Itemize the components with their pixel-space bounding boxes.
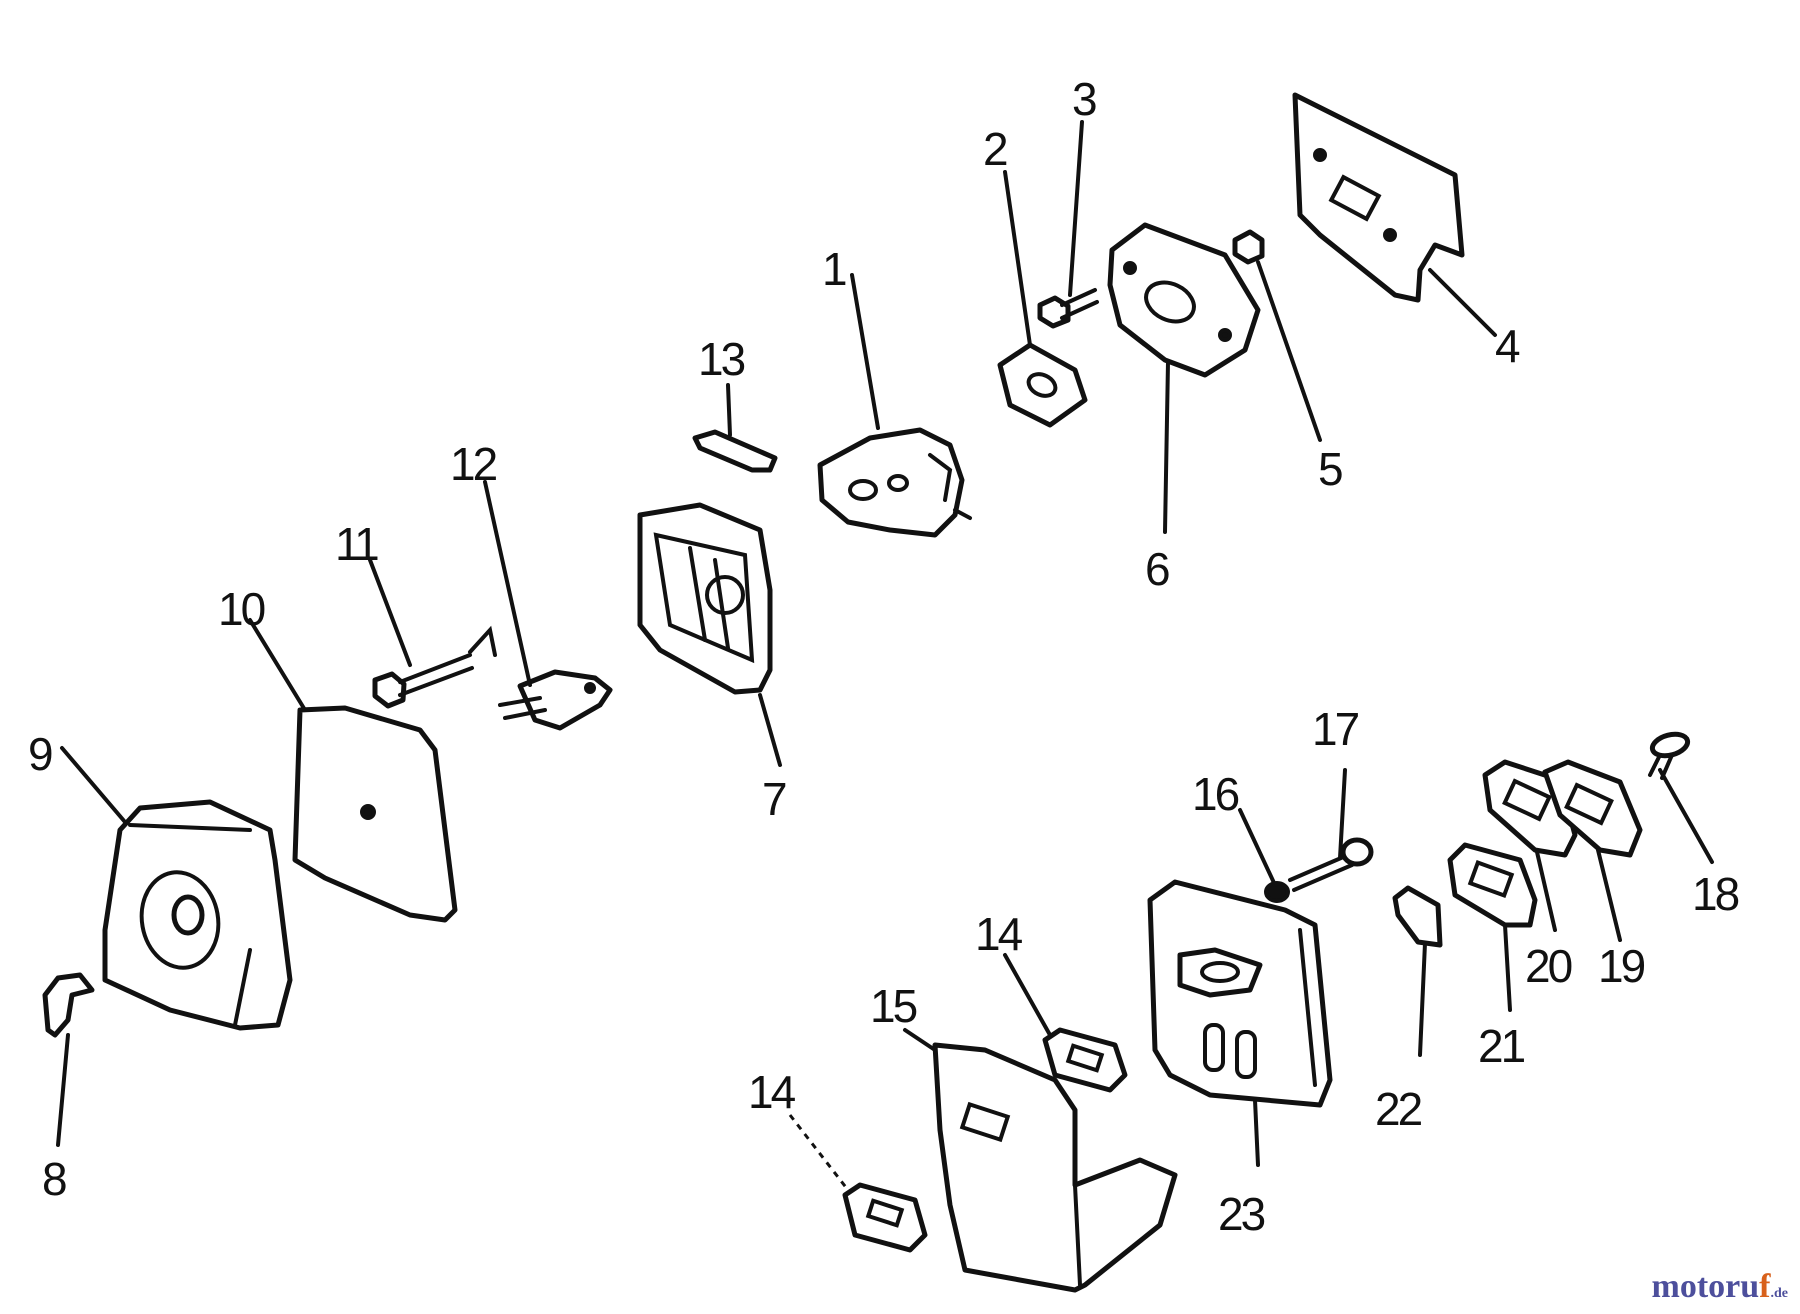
brand-accent: f [1759,1268,1771,1305]
leader-6 [1163,360,1170,534]
label-4: 4 [1495,320,1520,372]
label-20: 20 [1525,940,1572,992]
part-21-gasket [1447,842,1538,928]
label-15: 15 [870,980,917,1032]
label-14-upper: 14 [975,908,1023,960]
label-11: 11 [335,518,378,570]
label-2: 2 [983,123,1007,175]
label-9: 9 [28,728,52,780]
leader-18 [1658,768,1714,864]
label-6: 6 [1145,543,1169,595]
leader-lines [56,120,1714,1191]
leader-7 [758,693,782,767]
brand-watermark: motoruf.de [1652,1268,1788,1306]
label-13: 13 [698,333,745,385]
label-3: 3 [1072,73,1096,125]
label-1: 1 [822,243,846,295]
part-11-screw [372,625,497,709]
part-14-gasket-upper [1042,1027,1128,1093]
callout-numbers: 1 2 3 4 5 6 7 8 9 10 11 12 13 14 14 15 1… [28,73,1742,1240]
leader-20 [1535,850,1557,932]
label-8: 8 [42,1153,66,1205]
leader-23 [1253,1098,1260,1167]
leader-21 [1503,923,1512,1012]
leader-14-lower [788,1114,850,1191]
brand-main: motoru [1651,1268,1760,1305]
leader-1 [850,273,880,430]
brand-tld: .de [1770,1286,1789,1301]
leader-13 [726,383,732,437]
label-14-lower: 14 [748,1066,796,1118]
label-10: 10 [218,583,265,635]
part-2-gasket [997,342,1088,428]
part-15-heat-shield [932,1042,1178,1293]
label-21: 21 [1478,1020,1525,1072]
leader-4 [1428,268,1497,337]
part-4-gasket-plate [1292,92,1465,303]
part-17-bolt [1288,837,1374,892]
label-17: 17 [1312,703,1359,755]
label-18: 18 [1692,868,1739,920]
label-22: 22 [1375,1083,1422,1135]
part-14-gasket-lower [842,1182,928,1253]
label-16: 16 [1192,768,1239,820]
leader-12 [483,480,532,687]
part-1-carburetor [817,427,972,538]
leader-17 [1338,768,1347,860]
part-18-screw [1648,731,1691,780]
part-23-muffler [1147,879,1333,1108]
label-19: 19 [1598,940,1645,992]
leader-3 [1068,120,1084,297]
part-13-strip-gasket [692,429,778,473]
part-12-choke-lever [498,669,613,731]
part-10-filter-element [292,705,458,923]
part-3-bolt [1037,288,1099,329]
leader-16 [1238,808,1277,887]
part-8-clip [42,972,95,1038]
part-5-nut [1232,229,1265,265]
label-12: 12 [450,438,497,490]
part-6-intake-manifold [1107,222,1261,378]
label-5: 5 [1318,443,1342,495]
part-16-spacer [1264,881,1290,903]
label-7: 7 [762,773,786,825]
leader-9 [60,746,127,824]
leader-10 [248,618,307,712]
part-19-plate [1542,759,1643,858]
leader-22 [1418,941,1427,1057]
leader-14-upper [1003,953,1052,1037]
leader-15 [903,1028,937,1052]
part-22-plate [1392,885,1443,948]
leader-19 [1596,848,1622,942]
part-9-filter-cover [102,799,293,1031]
leader-11 [368,558,412,667]
leader-2 [1003,170,1032,347]
leader-8 [56,1033,70,1147]
leader-5 [1256,260,1322,442]
part-7-filter-base [637,502,773,695]
label-23: 23 [1218,1188,1265,1240]
